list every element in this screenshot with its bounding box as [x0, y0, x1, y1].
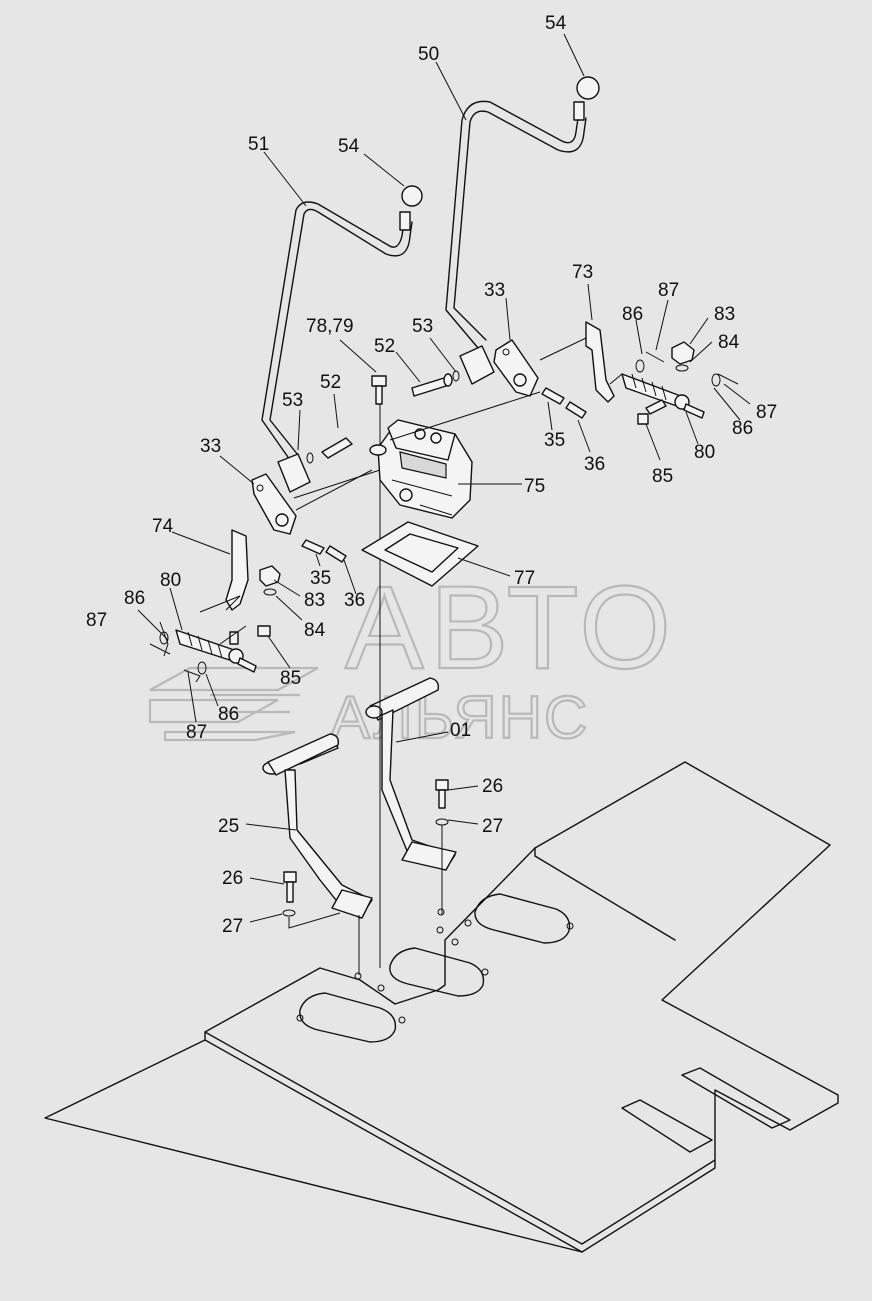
callout-33: 33 — [484, 280, 505, 301]
callout-84: 84 — [304, 620, 326, 641]
floor-slot-2 — [681, 1067, 791, 1129]
callout-85: 85 — [280, 668, 301, 689]
callout-86: 86 — [622, 304, 643, 325]
floor-opening-2 — [389, 947, 485, 997]
bracket-33-right — [493, 339, 539, 397]
callout-35: 35 — [310, 568, 331, 589]
clamp-53-left — [277, 453, 311, 493]
pin-35-36-left — [301, 539, 347, 563]
pin-87-86-right — [635, 351, 739, 387]
floor-holes — [296, 908, 574, 1024]
callout-77: 77 — [514, 568, 535, 589]
callout-83: 83 — [714, 304, 735, 325]
bracket-33-left — [251, 473, 297, 535]
pin-35-36-right — [541, 387, 587, 419]
watermark: АВТО АЛЬЯНС — [148, 561, 677, 752]
callout-52: 52 — [374, 336, 395, 357]
callout-78-79: 78,79 — [306, 316, 354, 337]
watermark-line1: АВТО — [345, 562, 677, 694]
callout-27: 27 — [222, 916, 243, 937]
floor-plate-edge-top — [204, 1031, 716, 1245]
callout-83: 83 — [304, 590, 325, 611]
gasket-77 — [361, 521, 479, 587]
callout-80: 80 — [160, 570, 181, 591]
callout-36: 36 — [344, 590, 365, 611]
callout-25: 25 — [218, 816, 239, 837]
pedal-25 — [262, 733, 373, 919]
pedal-01-pad — [365, 705, 383, 719]
washer-27-right — [435, 818, 449, 826]
bolt-52-left — [306, 437, 353, 464]
callout-51: 51 — [248, 134, 269, 155]
bolt-52-right — [411, 370, 460, 397]
nut-83-left — [259, 565, 281, 596]
callouts: 54 50 51 54 73 33 87 86 83 84 78,79 53 5… — [86, 13, 777, 937]
bolt-85-left — [257, 625, 271, 637]
bolt-85-right — [637, 413, 649, 425]
washer-27-left — [282, 909, 296, 917]
callout-87: 87 — [86, 610, 107, 631]
valve-75 — [369, 419, 473, 519]
floor-plate-edge-right — [534, 847, 676, 941]
lever-50 — [445, 76, 600, 349]
callout-86: 86 — [124, 588, 145, 609]
pin-87-86-left — [149, 631, 207, 683]
bolt-78-79 — [371, 375, 387, 405]
floor-slot-1 — [621, 1099, 713, 1153]
callout-87: 87 — [658, 280, 679, 301]
callout-53: 53 — [282, 390, 303, 411]
callout-54: 54 — [545, 13, 567, 34]
callout-53: 53 — [412, 316, 433, 337]
pedal-01-bar — [369, 677, 440, 721]
callout-54: 54 — [338, 136, 360, 157]
callout-87: 87 — [186, 722, 207, 743]
callout-80: 80 — [694, 442, 715, 463]
bolt-26-left — [282, 871, 341, 929]
floor-opening-1 — [299, 992, 397, 1043]
bracket-73 — [585, 321, 615, 403]
assembly-lines — [199, 337, 623, 645]
rod-end-80-left — [175, 625, 271, 673]
callout-75: 75 — [524, 476, 545, 497]
callout-86: 86 — [218, 704, 239, 725]
lever-51 — [261, 185, 423, 461]
callout-74: 74 — [152, 516, 174, 537]
callout-73: 73 — [572, 262, 593, 283]
rod-end-80-right — [621, 373, 705, 425]
knob-54-left — [401, 185, 423, 207]
floor-plate-outline — [44, 761, 839, 1253]
center-lines — [358, 395, 443, 975]
washer-84-left — [263, 588, 277, 596]
callout-86: 86 — [732, 418, 753, 439]
callout-35: 35 — [544, 430, 565, 451]
callout-87: 87 — [756, 402, 777, 423]
callout-33: 33 — [200, 436, 221, 457]
bolt-26-right — [435, 779, 449, 860]
clamp-53-right — [459, 345, 495, 385]
pedal-01-foot — [401, 841, 457, 871]
callout-27: 27 — [482, 816, 503, 837]
callout-36: 36 — [584, 454, 605, 475]
callout-26: 26 — [222, 868, 243, 889]
callout-84: 84 — [718, 332, 740, 353]
floor-opening-3 — [474, 893, 571, 944]
washer-84-right — [675, 364, 689, 372]
callout-85: 85 — [652, 466, 673, 487]
leader-lines — [137, 33, 751, 923]
bracket-74 — [225, 529, 249, 611]
watermark-logo — [148, 666, 319, 742]
knob-54-right — [576, 76, 600, 100]
callout-50: 50 — [418, 44, 439, 65]
callout-01: 01 — [450, 720, 471, 741]
callout-26: 26 — [482, 776, 503, 797]
floor-plate-edge — [204, 1039, 583, 1253]
callout-52: 52 — [320, 372, 341, 393]
pedal-25-foot — [331, 889, 373, 919]
nut-83-right — [671, 341, 695, 372]
floor-plate — [44, 761, 839, 1253]
